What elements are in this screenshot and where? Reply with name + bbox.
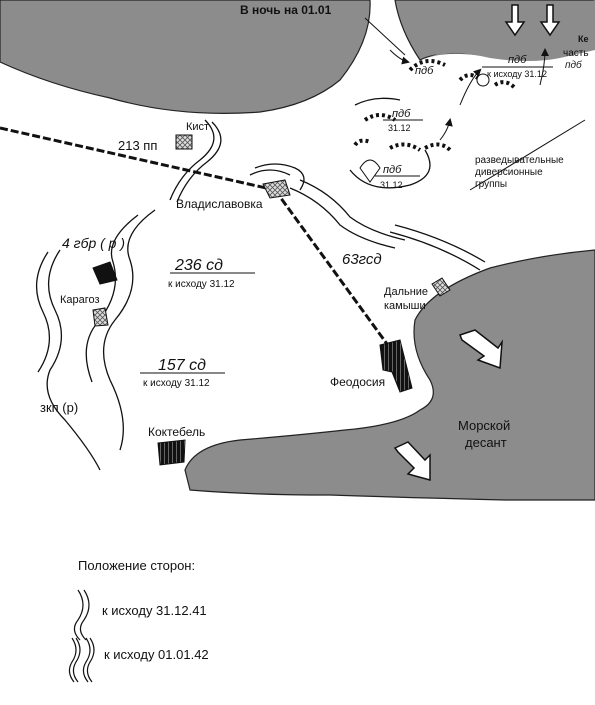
pdb-north: пдб: [415, 65, 434, 77]
place-vladislavovka: Владиславовка: [176, 197, 263, 211]
recon-line-1: разведывательные: [475, 155, 564, 166]
town-kist: [175, 134, 193, 150]
place-dalnie-1: Дальние: [384, 286, 428, 298]
pdb-ne-title: пдб: [508, 54, 527, 66]
gbr-4: 4 гбр ( р ): [62, 235, 125, 251]
place-feodosia: Феодосия: [330, 375, 385, 389]
place-kist: Кист: [186, 121, 209, 133]
night-pointer: [364, 17, 406, 56]
recon-line-2: диверсионные: [475, 167, 543, 178]
railway-feodosia: [273, 189, 397, 356]
night-label: В ночь на 01.01: [240, 3, 332, 17]
place-karagoz: Карагоз: [60, 294, 100, 306]
kerch-fragment: Ке: [578, 34, 589, 44]
sea-north-west: [0, 0, 371, 114]
zkp: зкп (р): [40, 400, 78, 415]
pdb-arrows: [389, 48, 549, 141]
recon-line-3: группы: [475, 179, 507, 190]
landing-arrows: [393, 4, 561, 481]
place-dalnie-2: камыши: [384, 300, 426, 312]
town-karagoz-2: [92, 307, 109, 327]
legend-symbol-1: [73, 589, 90, 641]
pdb-ne-sub: к исходу 31.12: [487, 69, 547, 79]
town-koktebel: [157, 439, 186, 466]
part-label-2: пдб: [565, 59, 582, 71]
front-lines: [35, 97, 486, 471]
landing-line-1: Морской: [458, 418, 510, 433]
sd-236-title: 236 сд: [174, 257, 223, 274]
town-vladislavovka: [262, 179, 291, 199]
reg-213: 213 пп: [118, 138, 157, 153]
pdb-south-title: пдб: [383, 164, 402, 176]
legend-symbol-2: [68, 637, 95, 683]
pdb-center-title: пдб: [392, 108, 411, 120]
legend-item-2: к исходу 01.01.42: [104, 647, 209, 662]
balloon-icon: [476, 73, 490, 87]
landing-line-2: десант: [465, 435, 507, 450]
town-karagoz: [92, 261, 118, 285]
sd-157-sub: к исходу 31.12: [143, 378, 210, 389]
town-feodosia: [379, 339, 413, 393]
pdb-center-sub: 31.12: [388, 123, 411, 133]
railway-west: [0, 126, 276, 192]
unit-underlines: [140, 66, 553, 374]
pdb-south-sub: 31.12: [380, 180, 403, 190]
sd-157-title: 157 сд: [158, 357, 206, 374]
place-koktebel: Коктебель: [148, 425, 205, 439]
gsd-63: 63гсд: [342, 251, 382, 268]
sd-236-sub: к исходу 31.12: [168, 279, 235, 290]
parachute-icon: [359, 159, 381, 183]
town-dalnie: [431, 277, 451, 297]
recon-pointer: [469, 119, 586, 191]
legend-title: Положение сторон:: [78, 558, 195, 573]
legend-item-1: к исходу 31.12.41: [102, 603, 207, 618]
part-label-1: часть: [563, 48, 589, 59]
